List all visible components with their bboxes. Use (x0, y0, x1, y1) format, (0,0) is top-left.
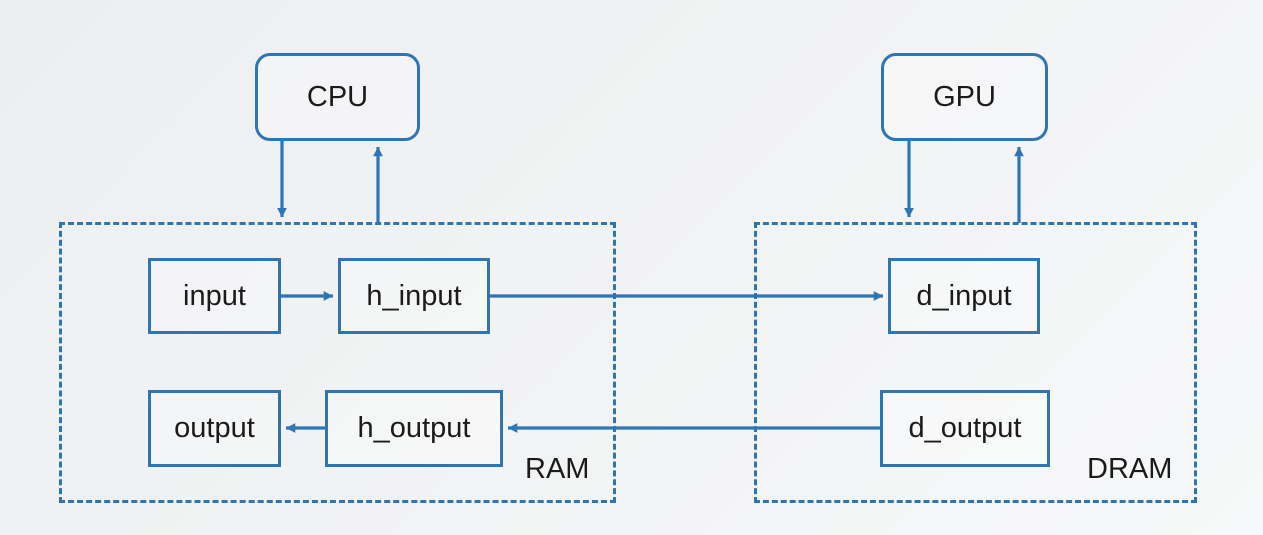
node-gpu[interactable]: GPU (881, 53, 1048, 141)
region-ram-label: RAM (525, 453, 590, 485)
node-d-output-label: d_output (908, 412, 1022, 444)
node-gpu-label: GPU (933, 80, 996, 113)
region-dram (754, 222, 1197, 503)
region-ram (59, 222, 616, 503)
node-h-output[interactable]: h_output (325, 390, 503, 467)
node-h-input[interactable]: h_input (338, 258, 490, 334)
node-cpu-label: CPU (306, 80, 369, 113)
node-output-label: output (174, 412, 255, 444)
node-d-input[interactable]: d_input (888, 258, 1040, 334)
node-cpu[interactable]: CPU (255, 53, 420, 141)
region-dram-label: DRAM (1087, 453, 1173, 485)
node-d-output[interactable]: d_output (880, 390, 1050, 467)
node-output[interactable]: output (148, 390, 281, 467)
node-h-input-label: h_input (366, 279, 462, 312)
node-input-label: input (183, 279, 246, 312)
node-h-output-label: h_output (357, 412, 471, 444)
node-input[interactable]: input (148, 258, 281, 334)
node-d-input-label: d_input (916, 279, 1012, 312)
